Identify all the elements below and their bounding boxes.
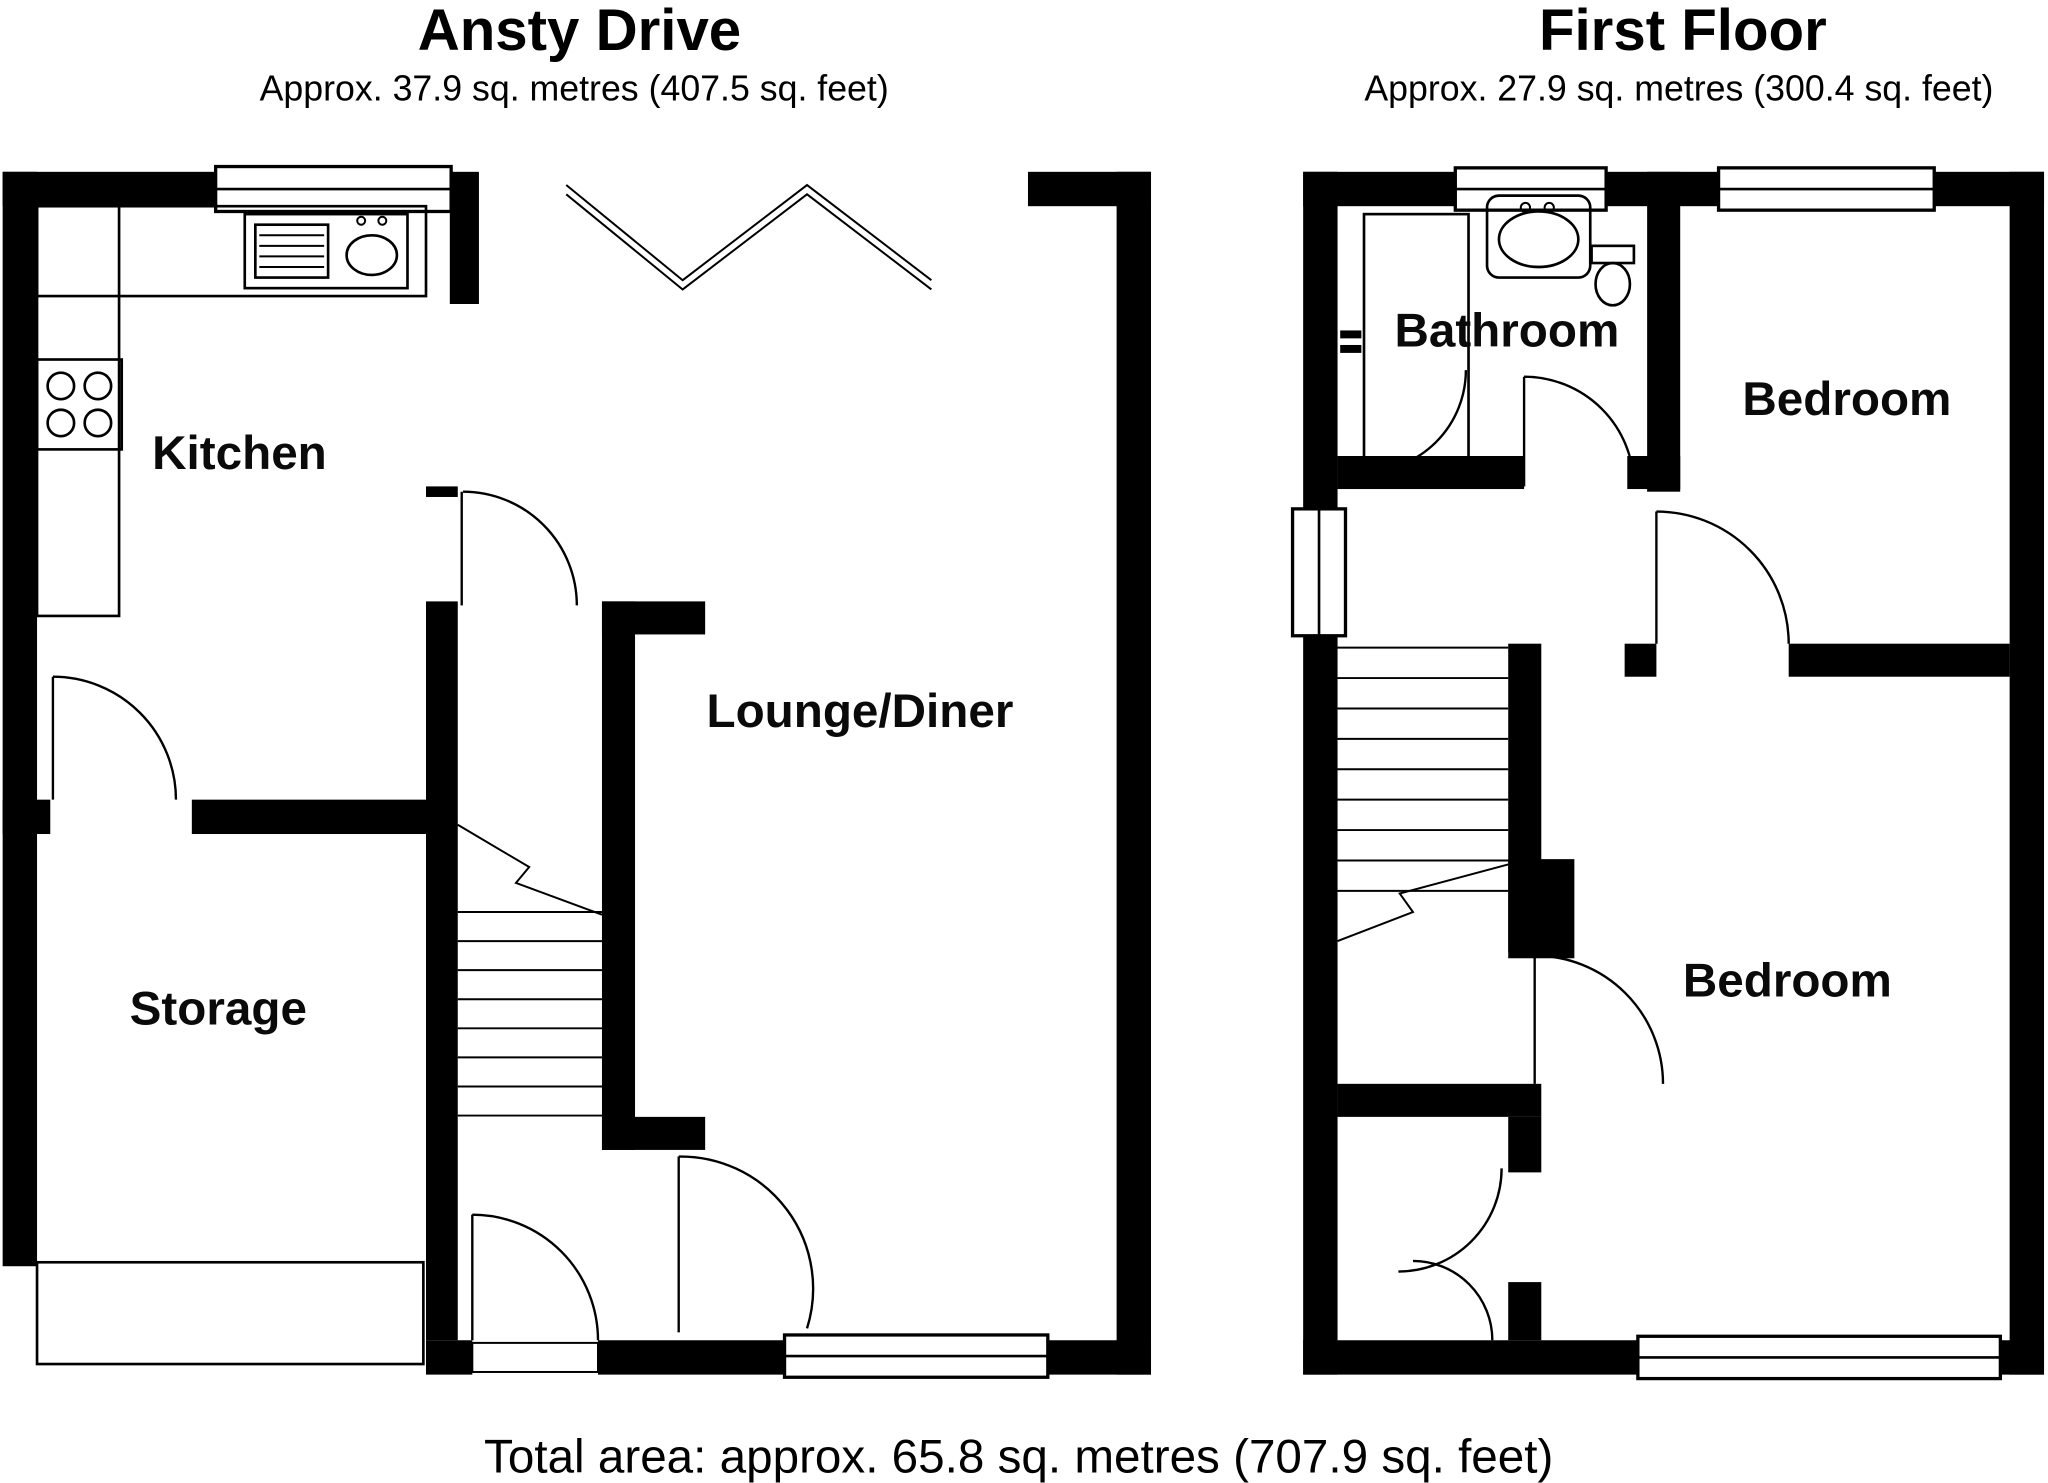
room-label-bedroom-rear: Bedroom — [1683, 955, 1892, 1008]
storage-door — [51, 675, 178, 800]
first-floor-walls — [1303, 171, 2045, 1375]
ground-stairs — [457, 823, 603, 1117]
room-label-bathroom: Bathroom — [1394, 304, 1619, 357]
room-label-storage: Storage — [130, 982, 307, 1035]
bathroom-door — [1522, 375, 1636, 487]
room-label-bedroom-front: Bedroom — [1742, 373, 1951, 426]
total-area-text: Total area: approx. 65.8 sq. metres (707… — [484, 1430, 1553, 1483]
storage-bay-outline — [35, 1260, 425, 1366]
kitchen-window — [213, 164, 453, 214]
bathroom-window — [1453, 166, 1608, 212]
landing-window — [1290, 507, 1348, 638]
sink-icon — [243, 212, 409, 290]
first-floor-title: First Floor — [1539, 0, 1827, 63]
ground-floor-plan: Ansty Drive Approx. 37.9 sq. metres (407… — [2, 0, 1152, 1379]
lounge-window — [782, 1333, 1050, 1379]
hall-lounge-door — [677, 1155, 815, 1333]
bedroom-front-window — [1716, 166, 1936, 212]
ground-floor-walls — [2, 171, 1152, 1375]
kitchen-lounge-door — [460, 490, 579, 606]
first-floor-stairs — [1337, 646, 1509, 943]
hob-icon — [35, 358, 124, 451]
bathtub-icon — [1485, 194, 1592, 279]
front-door — [471, 1213, 600, 1373]
ground-floor-title: Ansty Drive — [418, 0, 741, 63]
room-label-kitchen: Kitchen — [152, 427, 327, 480]
toilet-icon — [1590, 244, 1636, 307]
shower-icon — [1340, 212, 1470, 475]
room-label-lounge-diner: Lounge/Diner — [707, 685, 1014, 738]
rear-bedroom-door — [1533, 954, 1665, 1084]
open-boundary-zigzag — [565, 183, 932, 291]
front-bedroom-door — [1655, 510, 1790, 644]
cupboard-doors — [1398, 1168, 1503, 1341]
first-floor-area: Approx. 27.9 sq. metres (300.4 sq. feet) — [1364, 68, 1993, 108]
first-floor-plan: First Floor Approx. 27.9 sq. metres (300… — [1290, 0, 2045, 1381]
ground-floor-area: Approx. 37.9 sq. metres (407.5 sq. feet) — [260, 68, 889, 108]
bedroom-rear-window — [1636, 1334, 2003, 1381]
